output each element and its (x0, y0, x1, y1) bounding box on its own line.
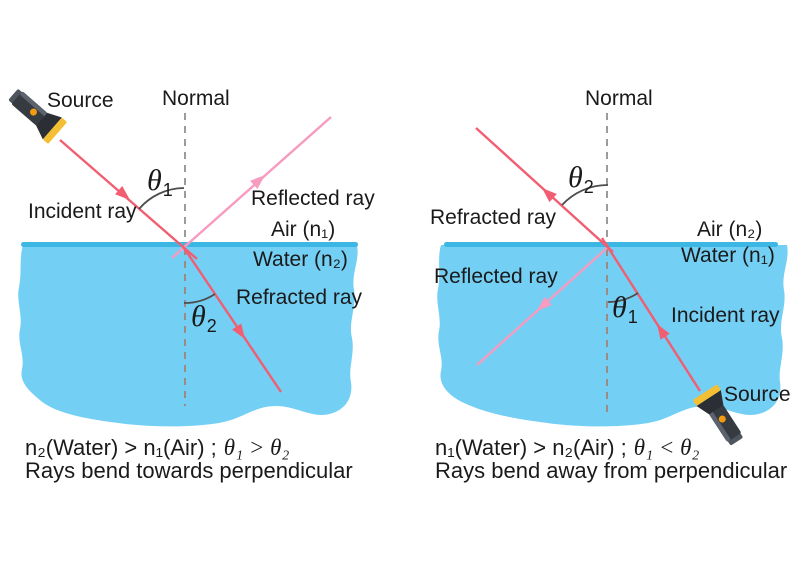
caption-line2-right: Rays bend away from perpendicular (435, 458, 788, 483)
air-label-left: Air (n₁) (271, 218, 336, 241)
theta-symbol: θ (147, 164, 162, 197)
angle-theta2-label-left: θ2 (191, 300, 217, 337)
theta-symbol: θ (568, 161, 583, 194)
reflected-ray-left (171, 116, 332, 259)
normal-label-left: Normal (162, 87, 230, 110)
refracted-ray-arrow-left (232, 323, 245, 339)
incident-ray-label-right: Incident ray (671, 304, 780, 327)
caption-formula-right: n₁(Water) > n₂(Air) ;θ₁ < θ₂ (435, 435, 700, 460)
incident-ray-label-left: Incident ray (28, 200, 137, 223)
refracted-ray-label-left: Refracted ray (236, 286, 363, 309)
source-label-left: Source (47, 89, 114, 112)
reflected-ray-arrow-left (250, 175, 265, 190)
reflected-ray-label-right: Reflected ray (434, 265, 558, 288)
incident-ray-right (600, 237, 702, 392)
caption-formula-text: n₁(Water) > n₂(Air) ; (435, 435, 627, 460)
theta-symbol: θ (191, 300, 206, 333)
angle-arc-theta1-left (138, 187, 185, 210)
flashlight-body (12, 92, 48, 126)
angle-arc-theta1-right (607, 292, 639, 303)
caption-line2-left: Rays bend towards perpendicular (25, 458, 353, 483)
reflected-ray-label-left: Reflected ray (251, 187, 375, 210)
water-surface-right (444, 242, 778, 247)
flashlight-highlight (709, 411, 731, 442)
theta-subscript: 2 (583, 177, 594, 197)
flashlight-button (29, 108, 37, 116)
normal-label-right: Normal (585, 87, 653, 110)
flashlight-icon (8, 89, 67, 144)
water-body-right (437, 245, 788, 427)
theta-symbol: θ (612, 291, 627, 324)
caption-angles-text: θ₁ < θ₂ (633, 435, 700, 460)
angle-theta2-label-right: θ2 (568, 161, 594, 198)
water-body-left (18, 245, 358, 427)
incident-ray-arrow-right (657, 324, 670, 340)
reflected-ray-arrow-right (537, 296, 552, 311)
water-label-right: Water (n₁) (681, 244, 775, 267)
flashlight-tail (8, 89, 24, 106)
left-panel-drawing (8, 89, 358, 427)
theta-subscript: 1 (162, 180, 173, 200)
right-panel-drawing (437, 113, 788, 445)
caption-formula-left: n₂(Water) > n₁(Air) ;θ₁ > θ₂ (25, 435, 290, 460)
theta-subscript: 2 (206, 316, 217, 336)
angle-theta1-label-left: θ1 (147, 164, 173, 201)
flashlight-button (718, 415, 726, 423)
flashlight-body (709, 405, 741, 442)
water-surface-left (21, 242, 358, 247)
incident-ray-left (59, 139, 198, 260)
refracted-ray-left (183, 247, 282, 393)
air-label-right: Air (n₂) (697, 218, 763, 241)
flashlight-highlight (20, 92, 48, 117)
flashlight-head (696, 390, 724, 415)
angle-theta1-label-right: θ1 (612, 291, 638, 328)
refracted-ray-arrow-right (542, 188, 557, 203)
incident-ray-arrow-left (115, 186, 130, 200)
source-label-right: Source (724, 383, 791, 406)
caption-angles-text: θ₁ > θ₂ (223, 435, 290, 460)
water-label-left: Water (n₂) (253, 248, 348, 271)
flashlight-band (693, 384, 721, 406)
theta-subscript: 1 (627, 307, 638, 327)
flashlight-head (36, 112, 62, 140)
refracted-ray-label-right: Refracted ray (430, 206, 557, 229)
angle-arc-theta2-left (183, 293, 216, 304)
caption-formula-text: n₂(Water) > n₁(Air) ; (25, 435, 217, 460)
flashlight-band (43, 118, 67, 144)
flashlight-icon (693, 384, 743, 445)
angle-arc-theta2-right (561, 184, 609, 206)
